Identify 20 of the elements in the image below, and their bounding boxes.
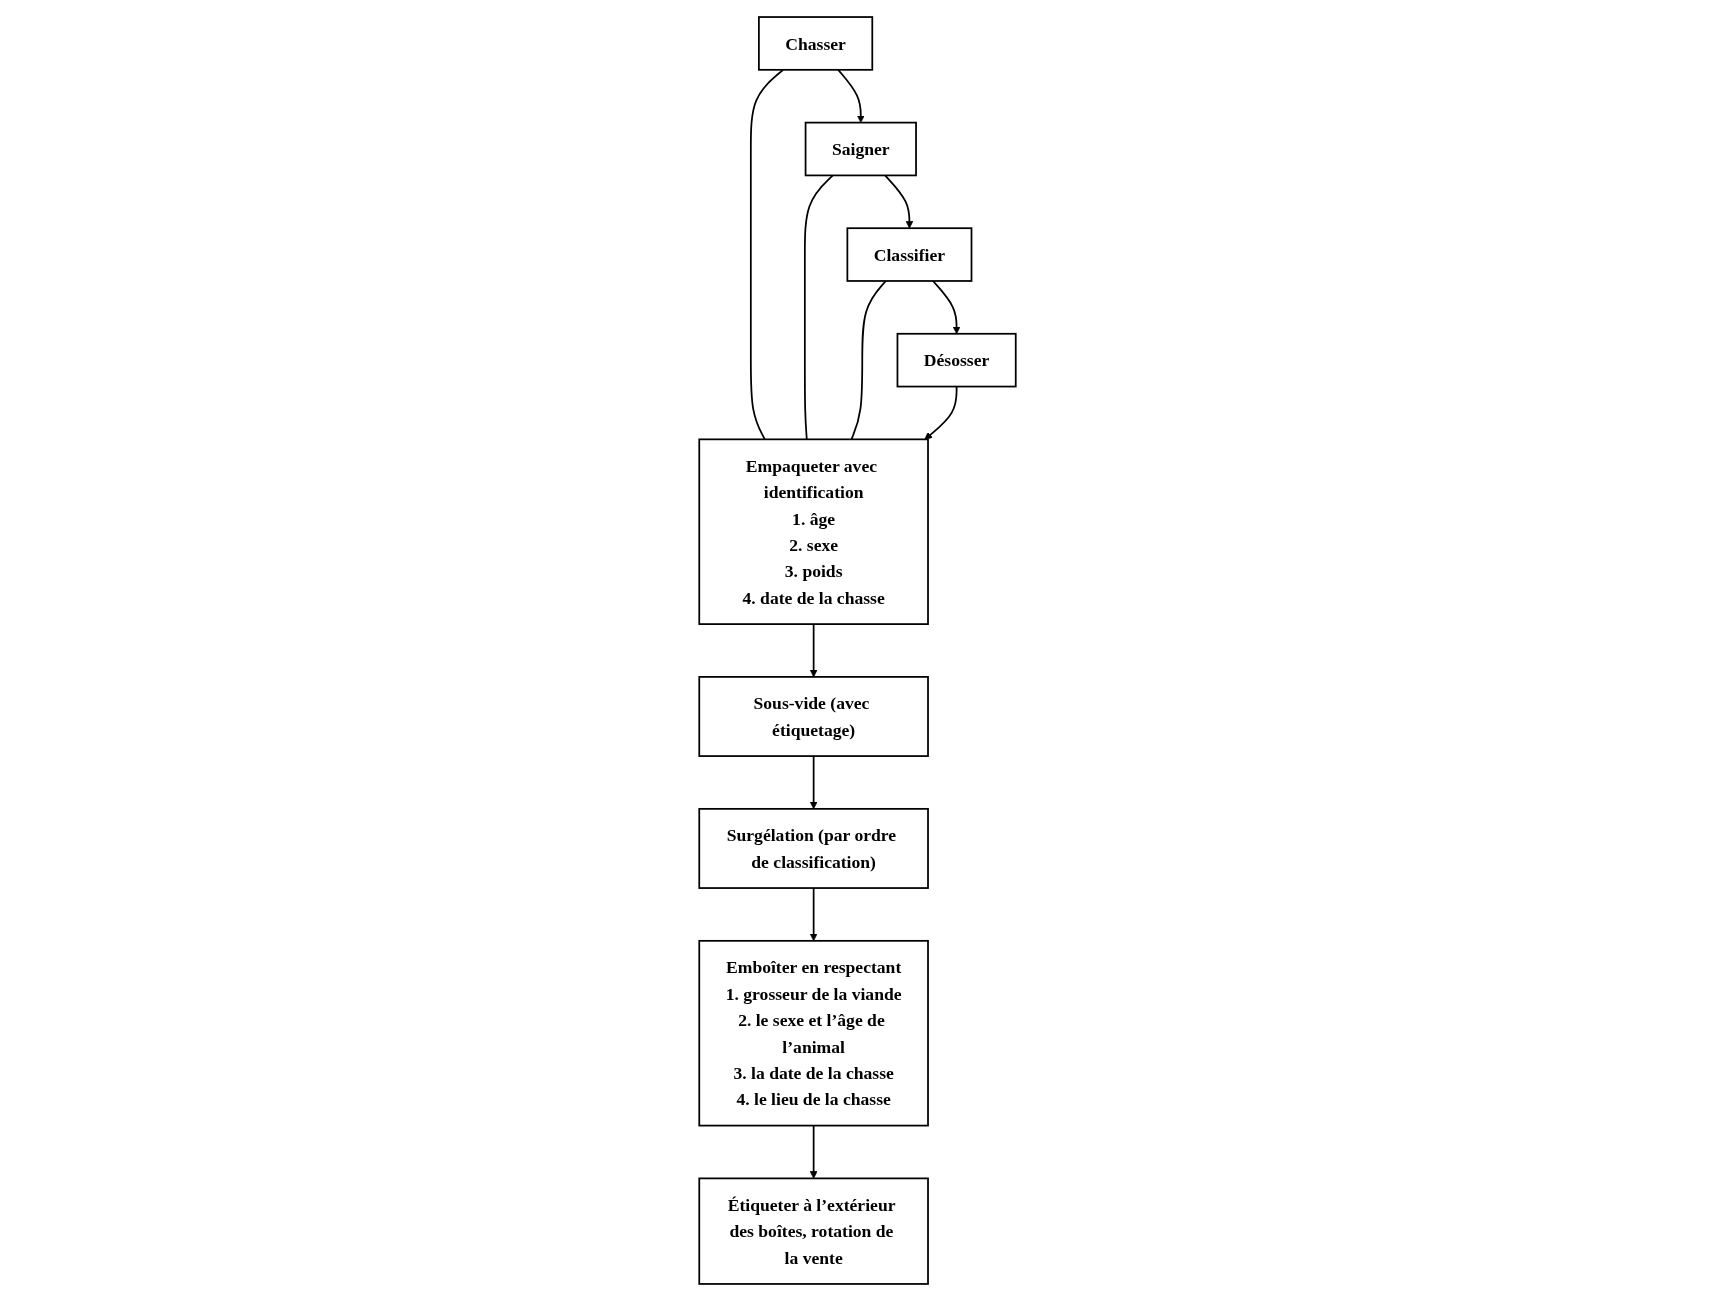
node-box: Chasser [758,16,874,71]
node-box: Empaqueter avec identification 1. âge 2. sexe 3. poids 4. date de la chasse [698,438,929,625]
node-box: Emboîter en respectant 1. grosseur de la viande 2. le sexe et l’âge de l’animal 3. la date de la chasse 4. le lieu de la chasse [698,939,929,1127]
node-box: Sous-vide (avec étiquetage) [698,676,929,757]
connector [749,68,785,441]
arrow [809,1124,818,1179]
arrow [809,887,818,942]
arrow [837,68,865,123]
node-box: Surgélation (par ordre de classification) [698,808,929,889]
node-box: Étiqueter à l’extérieur des boîtes, rotation de la vente [698,1177,929,1285]
arrow [809,755,818,810]
node-box: Classifier [846,227,973,282]
connector [803,174,834,441]
node-box: Désosser [896,332,1017,388]
arrow [924,385,958,440]
node-box: Saigner [804,121,917,177]
arrow [884,174,914,229]
arrow [809,623,818,678]
connector [850,280,887,441]
arrow [932,280,961,335]
